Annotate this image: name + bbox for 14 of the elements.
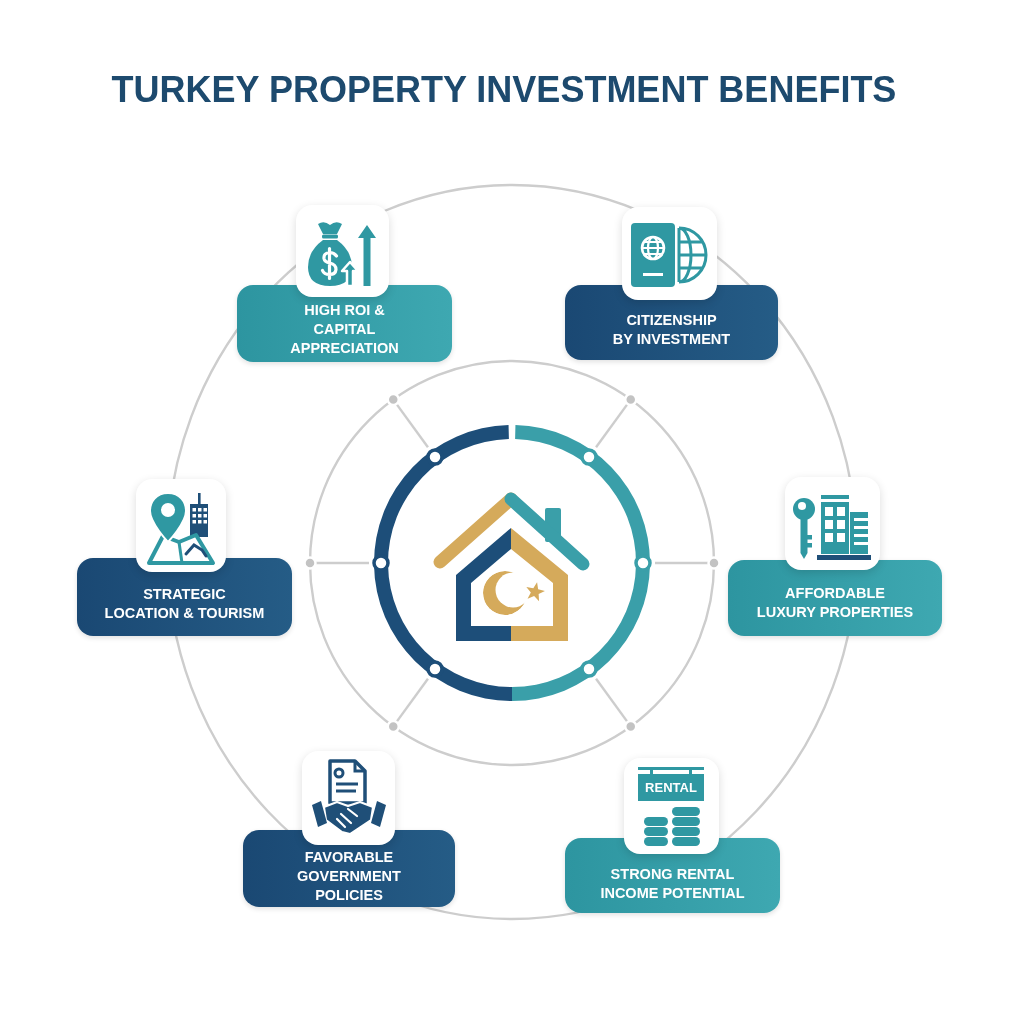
card-label: HIGH ROI & CAPITAL APPRECIATION [289, 301, 400, 358]
title: TURKEY PROPERTY INVESTMENT BENEFITS [111, 70, 897, 110]
hanging-sign: RENTAL [638, 767, 704, 801]
card-label: FAVORABLE GOVERNMENT POLICIES [296, 847, 402, 905]
card-label: STRONG RENTAL INCOME POTENTIAL [599, 864, 746, 903]
card-label: STRATEGIC LOCATION & TOURISM [103, 585, 266, 623]
benefit-card [565, 285, 778, 360]
benefit-card [565, 838, 780, 913]
card-label: AFFORDABLE LUXURY PROPERTIES [755, 584, 915, 622]
benefit-card [237, 285, 452, 362]
benefit-card [77, 558, 292, 636]
card-label: CITIZENSHIP BY INVESTMENT [611, 311, 732, 349]
benefit-card [728, 560, 942, 636]
benefit-card [243, 830, 455, 907]
